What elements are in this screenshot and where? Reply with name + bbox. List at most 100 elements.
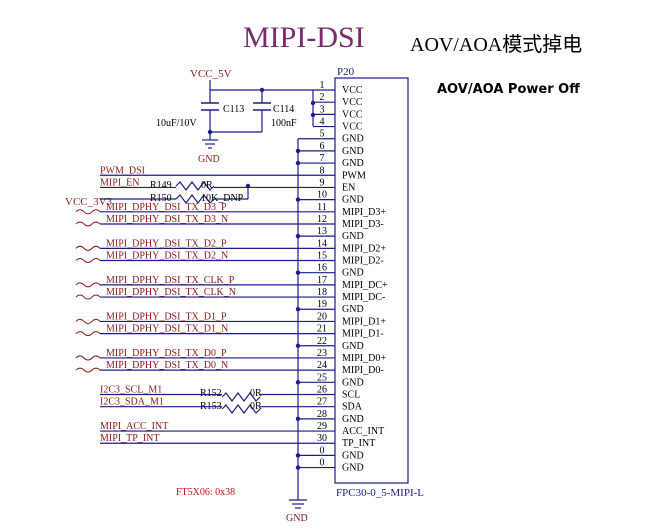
pin-number: 28 [317, 409, 327, 420]
diagram-title: MIPI-DSI [243, 21, 365, 54]
pin-name: VCC [342, 122, 363, 133]
pin-name: MIPI_D1+ [342, 316, 386, 327]
power-off-note: AOV/AOA Power Off [437, 82, 580, 97]
pin-number: 13 [317, 226, 327, 237]
pin-name: GND [342, 268, 364, 279]
diagram-subtitle: AOV/AOA模式掉电 [410, 33, 582, 56]
pin-name: MIPI_DC- [342, 292, 385, 303]
ground-bus-junctions [295, 148, 301, 470]
pin-name: ACC_INT [342, 426, 384, 437]
ground-junction [295, 465, 301, 470]
pin-name: MIPI_D0+ [342, 353, 386, 364]
pin-number: 23 [317, 348, 327, 359]
termination-symbol [75, 258, 101, 264]
pin-number: 3 [320, 104, 325, 115]
net-label: PWM_DSI [100, 165, 145, 176]
c114-value: 100nF [271, 118, 297, 129]
ground-junction [295, 307, 301, 312]
net-label: MIPI_DPHY_DSI_TX_D2_N [106, 251, 228, 262]
termination-symbol [75, 221, 101, 227]
pin-number: 11 [317, 202, 327, 213]
termination-symbol [75, 282, 101, 288]
pin-number: 29 [317, 421, 327, 432]
pin-name: GND [342, 134, 364, 145]
r149-resistor [175, 181, 215, 191]
ground-junction [295, 380, 301, 385]
net-label: MIPI_DPHY_DSI_TX_D3_P [106, 202, 227, 213]
pin-number: 12 [317, 214, 327, 225]
pin-number: 22 [317, 336, 327, 347]
ground-junction [295, 197, 301, 202]
pin-name: GND [342, 341, 364, 352]
termination-symbol [75, 294, 101, 300]
termination-symbol [75, 355, 101, 361]
pin-number: 17 [317, 275, 327, 286]
termination-symbol [75, 209, 101, 215]
pin-name: EN [342, 182, 355, 193]
pin-number: 0 [320, 458, 325, 469]
r152-ref: R152 [200, 388, 222, 399]
termination-symbol [75, 367, 101, 373]
ground-symbol [202, 139, 218, 149]
pin-name: GND [342, 377, 364, 388]
pin-number: 25 [317, 372, 327, 383]
ground-symbol [289, 499, 307, 509]
gnd-label-bottom: GND [286, 513, 308, 524]
pin-number: 21 [317, 324, 327, 335]
pin-name: SCL [342, 390, 360, 401]
pin-number: 10 [317, 190, 327, 201]
net-label: MIPI_DPHY_DSI_TX_CLK_P [106, 275, 235, 286]
c113-value: 10uF/10V [156, 118, 197, 129]
r153-resistor [221, 404, 261, 414]
connector-body [334, 77, 409, 484]
pin-number: 19 [317, 299, 327, 310]
pin-name: TP_INT [342, 438, 375, 449]
vcc-junction [310, 112, 316, 118]
net-label: I2C3_SCL_M1 [100, 385, 162, 396]
connector-ref: P20 [337, 66, 355, 78]
termination-symbol [75, 318, 101, 324]
r149-value: 0R [201, 180, 213, 191]
pin-number: 14 [317, 238, 327, 249]
pin-number: 24 [317, 360, 327, 371]
pin-name: GND [342, 195, 364, 206]
ground-junction [295, 453, 301, 458]
pin-number: 20 [317, 311, 327, 322]
pin-name: VCC [342, 85, 363, 96]
r149-ref: R149 [150, 180, 172, 191]
pin-name: MIPI_D2- [342, 256, 384, 267]
vcc5-label: VCC_5V [190, 68, 232, 80]
net-label: MIPI_DPHY_DSI_TX_D1_N [106, 324, 228, 335]
net-label: MIPI_DPHY_DSI_TX_D0_N [106, 360, 228, 371]
ground-junction [295, 270, 301, 275]
ground-junction [295, 160, 301, 166]
pin-name: MIPI_DC+ [342, 280, 388, 291]
pin-name: GND [342, 304, 364, 315]
net-label: MIPI_DPHY_DSI_TX_CLK_N [106, 287, 236, 298]
pin-number: 4 [320, 117, 325, 128]
pin-number: 7 [320, 153, 325, 164]
connector-part: FPC30-0_5-MIPI-L [336, 487, 424, 499]
vcc-junction [310, 100, 316, 106]
pin-name: GND [342, 450, 364, 461]
pin-number: 2 [320, 92, 325, 103]
pin-number: 9 [320, 177, 325, 188]
pin-name: GND [342, 463, 364, 474]
net-wires: PWM_DSIMIPI_ENMIPI_DPHY_DSI_TX_D3_PMIPI_… [75, 165, 335, 444]
termination-symbol [75, 245, 101, 251]
pin-number: 27 [317, 397, 327, 408]
pin-name: GND [342, 414, 364, 425]
r152-resistor [221, 392, 261, 402]
pin-name: MIPI_D1- [342, 329, 384, 340]
pin-number: 30 [317, 433, 327, 444]
pin-number: 1 [320, 80, 325, 91]
termination-symbol [75, 331, 101, 337]
ground-junction [295, 233, 301, 239]
pin-number: 26 [317, 385, 327, 396]
c113-ref: C113 [223, 104, 244, 115]
pin-number: 15 [317, 251, 327, 262]
net-label: MIPI_DPHY_DSI_TX_D2_P [106, 238, 227, 249]
cap-ground-junction [207, 129, 213, 135]
